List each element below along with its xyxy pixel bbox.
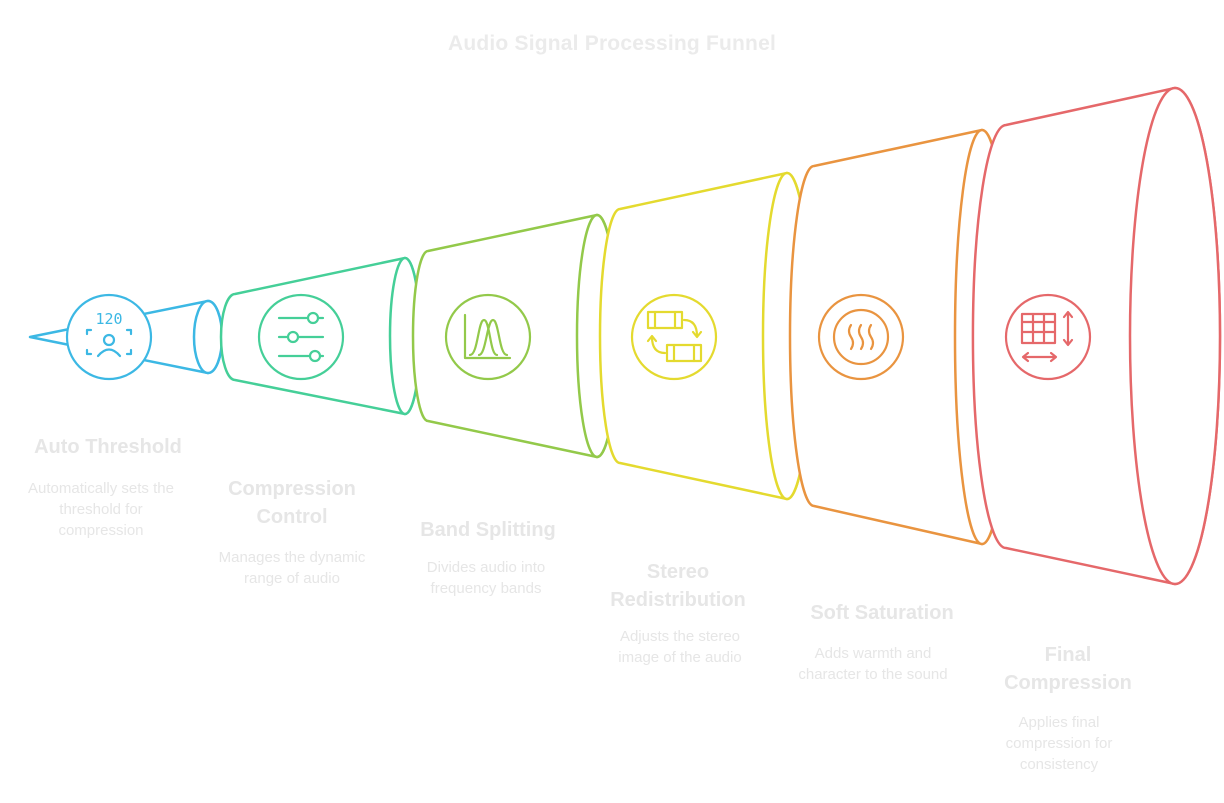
stage-1-title: Auto Threshold bbox=[34, 436, 182, 458]
stage-5-description: Adds warmth and character to the sound bbox=[798, 645, 948, 683]
sliders-icon bbox=[257, 293, 345, 381]
stage-4-title: Stereo Redistribution bbox=[610, 561, 746, 611]
stage-4-description: Adjusts the stereo image of the audio bbox=[618, 628, 742, 666]
stage-1-description: Automatically sets the threshold for com… bbox=[28, 480, 174, 539]
stage-5-title: Soft Saturation bbox=[810, 602, 954, 624]
svg-text:120: 120 bbox=[95, 310, 122, 328]
stage-3-description: Divides audio into frequency bands bbox=[426, 559, 546, 597]
threshold-icon: 120 bbox=[65, 293, 153, 381]
stage-2-description: Manages the dynamic range of audio bbox=[218, 549, 366, 587]
stage-6-description: Applies final compression for consistenc… bbox=[1005, 714, 1113, 773]
stage-2-title: Compression Control bbox=[228, 478, 356, 528]
frequency-bands-icon bbox=[444, 293, 532, 381]
table-resize-icon bbox=[1004, 293, 1092, 381]
swap-arrows-icon bbox=[630, 293, 718, 381]
diagram-title: Audio Signal Processing Funnel bbox=[447, 32, 777, 55]
stage-3-title: Band Splitting bbox=[420, 519, 556, 541]
stage-6-title: Final Compression bbox=[1004, 644, 1132, 694]
heat-waves-icon bbox=[817, 293, 905, 381]
funnel-segment-6 bbox=[971, 86, 1222, 586]
